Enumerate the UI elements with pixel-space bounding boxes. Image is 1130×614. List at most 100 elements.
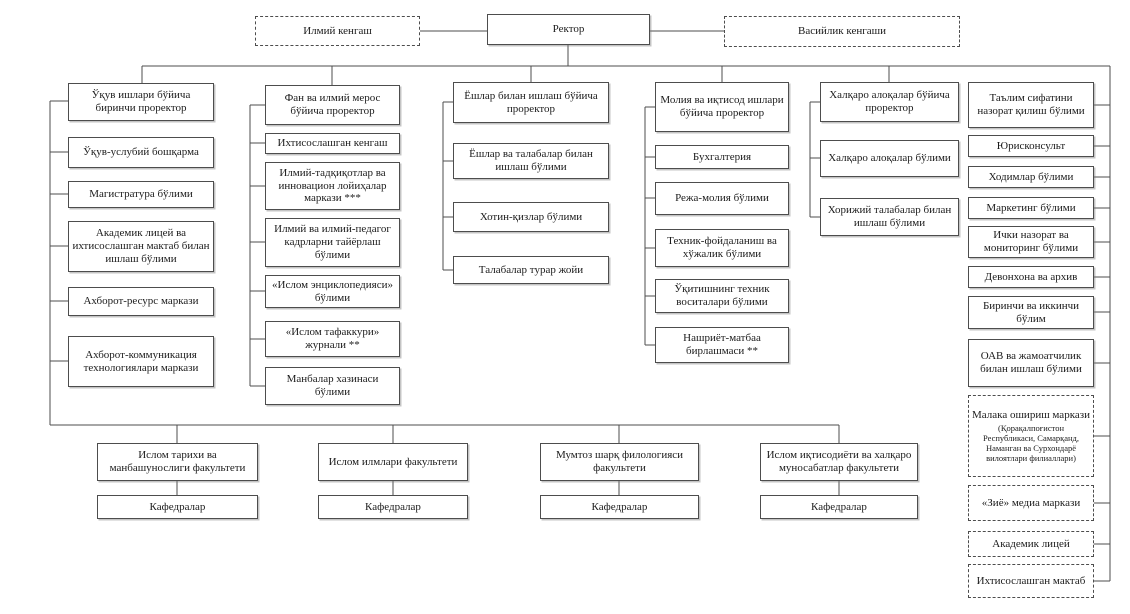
node-vasiylik-kengashi: Васийлик кенгаши	[724, 16, 960, 47]
node-label: Девонхона ва архив	[984, 270, 1078, 283]
node-kafedralar-1: Кафедралар	[97, 495, 258, 519]
node-kafedralar-3: Кафедралар	[540, 495, 699, 519]
node-c2-head: Фан ва илмий мерос бўйича проректор	[265, 85, 400, 125]
node-c3-head: Ёшлар билан ишлаш бўйича проректор	[453, 82, 609, 123]
node-label: Кафедралар	[365, 500, 421, 513]
node-c2-ilmiy-pedagog: Илмий ва илмий-педагог кадрларни тайёрла…	[265, 218, 400, 267]
node-label: Фан ва илмий мерос бўйича проректор	[284, 92, 381, 117]
node-c6-birinchi-ikkinchi: Биринчи ва иккинчи бўлим	[968, 296, 1094, 329]
node-label: Малака ошириш маркази	[972, 408, 1090, 421]
node-label: Ахборот-ресурс маркази	[83, 295, 199, 308]
node-c6-talim-sifati: Таълим сифатини назорат қилиш бўлими	[968, 82, 1094, 128]
node-c1-axborot-resurs: Ахборот-ресурс маркази	[68, 287, 214, 316]
node-label: Кафедралар	[811, 500, 867, 513]
node-c3-talabalar-turar: Талабалар турар жойи	[453, 256, 609, 284]
col1-rail	[49, 100, 840, 443]
node-c6-marketing: Маркетинг бўлими	[968, 197, 1094, 219]
node-label: Ёшлар ва талабалар билан ишлаш бўлими	[469, 148, 593, 173]
node-label: Ихтисослашган мактаб	[976, 574, 1086, 587]
node-c2-ilmiy-tadqiqotlar: Илмий-тадқиқотлар ва инновацион лойиҳала…	[265, 162, 400, 210]
node-label: «Зиё» медиа маркази	[981, 496, 1081, 509]
node-c6-oav: ОАВ ва жамоатчилик билан ишлаш бўлими	[968, 339, 1094, 387]
node-c4-reja-moliya: Режа-молия бўлими	[655, 182, 789, 215]
node-c2-islom-tafakkuri: «Ислом тафаккури» журнали **	[265, 321, 400, 357]
node-c6-xodimlar: Ходимлар бўлими	[968, 166, 1094, 188]
node-label: Мумтоз шарқ филологияси факультети	[555, 449, 684, 474]
node-label: Илмий-тадқиқотлар ва инновацион лойиҳала…	[278, 166, 387, 205]
node-label: «Ислом энциклопедияси» бўлими	[272, 278, 393, 304]
node-c3-yoshlar-talabalar: Ёшлар ва талабалар билан ишлаш бўлими	[453, 143, 609, 179]
node-label: Васийлик кенгаши	[798, 25, 886, 38]
node-label: Бухгалтерия	[692, 150, 752, 163]
node-c6-malaka-oshirish: Малака ошириш маркази (Қорақалпоғистон Р…	[968, 395, 1094, 477]
node-label: Халқаро алоқалар бўлими	[828, 152, 951, 165]
node-label: Маркетинг бўлими	[986, 201, 1076, 214]
node-label: ОАВ ва жамоатчилик билан ишлаш бўлими	[980, 350, 1082, 375]
node-label: Таълим сифатини назорат қилиш бўлими	[977, 92, 1085, 117]
node-label: Ихтисослашган кенгаш	[277, 137, 388, 150]
node-c2-ixtisoslashgan-kengash: Ихтисослашган кенгаш	[265, 133, 400, 154]
node-c1-magistratura: Магистратура бўлими	[68, 181, 214, 208]
node-label: Ўқув-услубий бошқарма	[83, 146, 199, 159]
node-label: Юрисконсульт	[996, 139, 1066, 152]
node-kafedralar-2: Кафедралар	[318, 495, 468, 519]
node-ilmiy-kengash: Илмий кенгаш	[255, 16, 420, 46]
node-label: Хорижий талабалар билан ишлаш бўлими	[827, 204, 952, 229]
node-label: Магистратура бўлими	[89, 188, 193, 201]
node-label: Академик лицей	[992, 537, 1070, 550]
node-c4-buxgalteriya: Бухгалтерия	[655, 145, 789, 169]
node-c4-nashriyot-matbaa: Нашриёт-матбаа бирлашмаси **	[655, 327, 789, 363]
node-c5-xorijiy-talabalar: Хорижий талабалар билан ишлаш бўлими	[820, 198, 959, 236]
col3-rail	[442, 101, 453, 271]
node-label: Техник-фойдаланиш ва хўжалик бўлими	[667, 235, 777, 260]
node-label: «Ислом тафаккури» журнали **	[285, 326, 380, 351]
node-label: Ислом тарихи ва манбашунослиги факультет…	[109, 449, 246, 474]
top-connectors	[141, 30, 1111, 581]
node-c6-devonxona: Девонхона ва архив	[968, 266, 1094, 288]
node-c4-head: Молия ва иқтисод ишлари бўйича проректор	[655, 82, 789, 132]
node-c2-islom-ensiklopediyasi: «Ислом энциклопедияси» бўлими	[265, 275, 400, 308]
node-label: Нашриёт-матбаа бирлашмаси **	[683, 332, 761, 357]
node-label: Биринчи ва иккинчи бўлим	[982, 299, 1080, 325]
node-faculty-islom-ilmlari: Ислом илмлари факультети	[318, 443, 468, 481]
node-faculty-islom-iqtisodiyoti: Ислом иқтисодиёти ва халқаро муносабатла…	[760, 443, 918, 481]
node-c2-manbalar: Манбалар хазинаси бўлими	[265, 367, 400, 405]
node-c4-texnik-foydalanish: Техник-фойдаланиш ва хўжалик бўлими	[655, 229, 789, 267]
node-label: Ёшлар билан ишлаш бўйича проректор	[464, 89, 598, 115]
node-c4-oqitish-texnik: Ўқитишнинг техник воситалари бўлими	[655, 279, 789, 313]
node-c6-yuriskonsult: Юрисконсульт	[968, 135, 1094, 157]
node-label: Талабалар турар жойи	[478, 263, 584, 276]
node-label: Ислом иқтисодиёти ва халқаро муносабатла…	[766, 449, 912, 474]
node-c6-ziyo-media: «Зиё» медиа маркази	[968, 485, 1094, 521]
node-c6-ichki-nazorat: Ички назорат ва мониторинг бўлими	[968, 226, 1094, 258]
node-faculty-islom-tarixi: Ислом тарихи ва манбашунослиги факультет…	[97, 443, 258, 481]
node-label: Ходимлар бўлими	[988, 170, 1074, 183]
node-label: Ислом илмлари факультети	[328, 455, 458, 468]
node-c5-xalqaro-aloqalar: Халқаро алоқалар бўлими	[820, 140, 959, 177]
node-c6-akademik-litsey: Академик лицей	[968, 531, 1094, 557]
node-label: Ректор	[552, 23, 585, 36]
node-faculty-mumtoz-sharq: Мумтоз шарқ филологияси факультети	[540, 443, 699, 481]
node-c1-uquv-uslubiy: Ўқув-услубий бошқарма	[68, 137, 214, 168]
col2-rail	[249, 104, 265, 387]
col6-stubs	[1094, 104, 1110, 582]
node-label: Молия ва иқтисод ишлари бўйича проректор	[660, 94, 784, 119]
node-label: Режа-молия бўлими	[675, 192, 769, 205]
node-c1-head: Ўқув ишлари бўйича биринчи проректор	[68, 83, 214, 121]
node-label: Халқаро алоқалар бўйича проректор	[829, 89, 950, 114]
node-label: Академик лицей ва ихтисослашган мактаб б…	[72, 227, 210, 265]
node-label: Хотин-қизлар бўлими	[479, 210, 583, 223]
node-label: Ўқитишнинг техник воситалари бўлими	[674, 283, 770, 308]
node-label: Ички назорат ва мониторинг бўлими	[983, 229, 1079, 254]
node-label: Манбалар хазинаси бўлими	[286, 373, 379, 398]
node-c5-head: Халқаро алоқалар бўйича проректор	[820, 82, 959, 122]
node-c3-xotin-qizlar: Хотин-қизлар бўлими	[453, 202, 609, 232]
faculty-connectors	[176, 481, 840, 495]
col4-rail	[644, 106, 655, 346]
node-label: Кафедралар	[149, 500, 206, 513]
node-c1-axborot-komm: Ахборот-коммуникация технологиялари марк…	[68, 336, 214, 387]
node-label: Илмий кенгаш	[303, 24, 372, 37]
node-sublabel: (Қорақалпоғистон Республикаси, Самарқанд…	[983, 422, 1079, 464]
